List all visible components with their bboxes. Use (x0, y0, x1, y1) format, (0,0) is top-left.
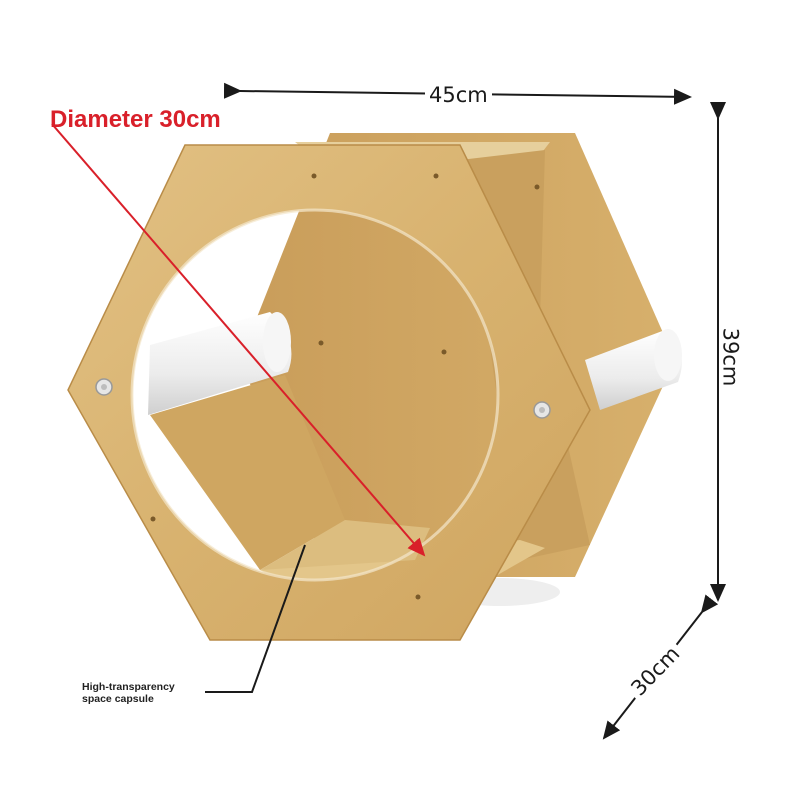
right-tube (585, 329, 682, 410)
capsule-callout: High-transparency space capsule (82, 681, 175, 705)
width-label: 45cm (425, 84, 492, 106)
front-panel-edge (67, 144, 591, 641)
front-panel (68, 145, 590, 640)
diameter-arrow (51, 123, 426, 557)
capsule-interior (148, 312, 430, 570)
callout-line-2: space capsule (82, 693, 154, 705)
screw-holes (150, 173, 540, 600)
transparent-capsule (130, 208, 500, 582)
callout-leader (205, 544, 306, 693)
height-label: 39cm (718, 323, 742, 391)
bolt-left (95, 378, 113, 396)
bolt-right (533, 401, 551, 419)
callout-line-1: High-transparency (82, 681, 175, 693)
diameter-label: Diameter 30cm (50, 106, 221, 133)
